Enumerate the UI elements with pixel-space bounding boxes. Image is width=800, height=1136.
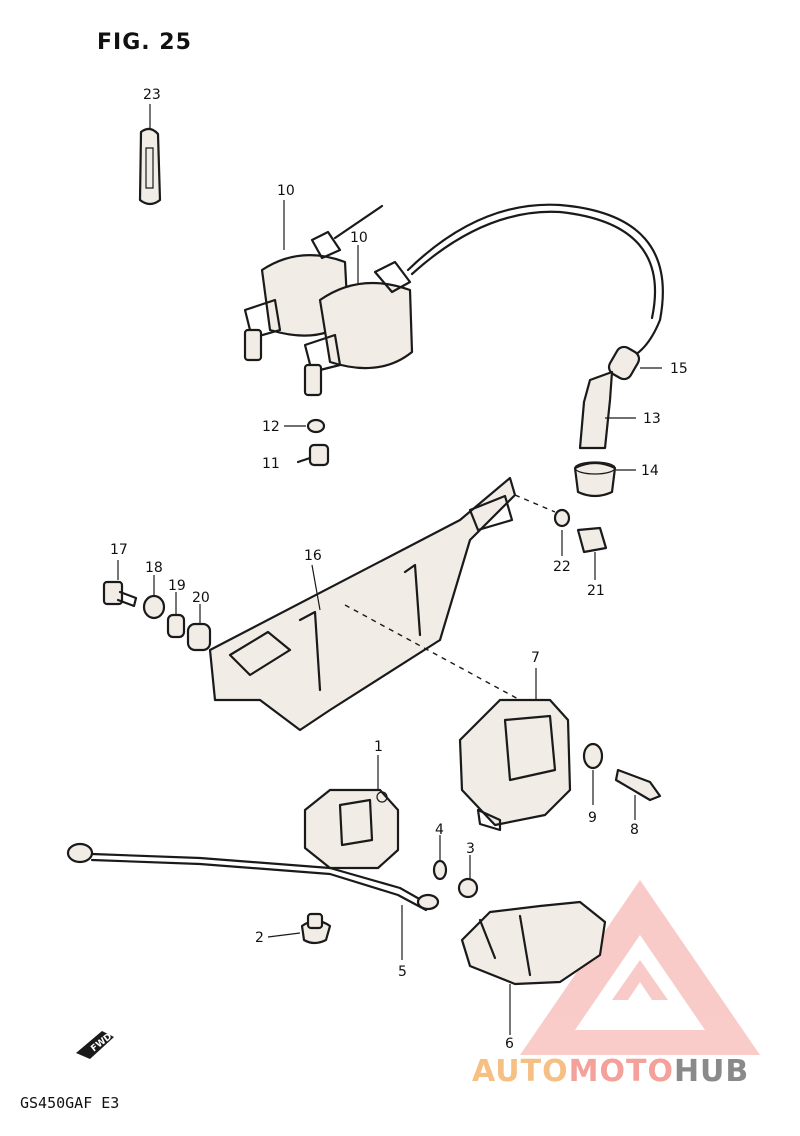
callout-7: 7 [531,650,540,666]
part-22-washer [553,508,571,556]
watermark-hub: HUB [673,1054,750,1089]
part-16-bracket [208,476,517,732]
part-19-collar [166,592,186,639]
watermark-moto: MOTO [568,1054,674,1089]
part-14-boot [573,461,636,498]
part-12-washer [284,418,326,434]
part-20-grommet [186,604,212,652]
callout-15: 15 [670,361,688,377]
part-3-nut [457,855,479,899]
model-code: GS450GAF E3 [20,1094,120,1112]
watermark-auto: AUTO [472,1054,569,1089]
watermark-logo [520,880,760,1055]
part-23-clip [138,104,162,206]
callout-8: 8 [630,822,639,838]
callout-10a: 10 [277,183,295,199]
callout-18: 18 [145,560,163,576]
arrow-forward-icon: FWD [76,1031,114,1059]
callout-19: 19 [168,578,186,594]
callout-6: 6 [505,1036,514,1052]
part-4-washer [432,835,448,881]
part-9-washer [582,742,604,805]
callout-1: 1 [374,739,383,755]
part-13-plug-cap [578,370,636,450]
part-1-starter-relay [303,755,400,870]
part-2-bolt [267,912,332,945]
callout-9: 9 [588,810,597,826]
watermark-text: AUTOMOTOHUB [472,1054,749,1089]
callout-21: 21 [587,583,605,599]
mount-line-bracket-rear [514,494,556,513]
callout-22: 22 [553,559,571,575]
callout-3: 3 [466,841,475,857]
part-18-washer [142,575,166,620]
part-10-ignition-coil-right [303,245,414,397]
callout-20: 20 [192,590,210,606]
callout-16: 16 [304,548,322,564]
callout-14: 14 [641,463,659,479]
high-tension-lead [406,203,664,357]
part-8-screw [614,768,662,820]
fig-title: FIG. 25 [97,30,192,55]
callout-12: 12 [262,419,280,435]
callout-17: 17 [110,542,128,558]
part-5-ground-cable [66,842,440,960]
callout-11: 11 [262,456,280,472]
part-11-screw [296,443,330,467]
part-17-bolt [102,560,138,608]
part-6-cover [460,900,607,1035]
part-21-bolt [576,526,608,580]
part-15-seal [607,345,662,381]
callout-23: 23 [143,87,161,103]
callout-13: 13 [643,411,661,427]
callout-4: 4 [435,822,444,838]
callout-5: 5 [398,964,407,980]
mount-line-bracket-regulator [344,604,521,701]
callout-2: 2 [255,930,264,946]
part-10-ignition-coil-left [243,200,384,362]
callout-10b: 10 [350,230,368,246]
part-7-regulator-rectifier [458,668,572,832]
